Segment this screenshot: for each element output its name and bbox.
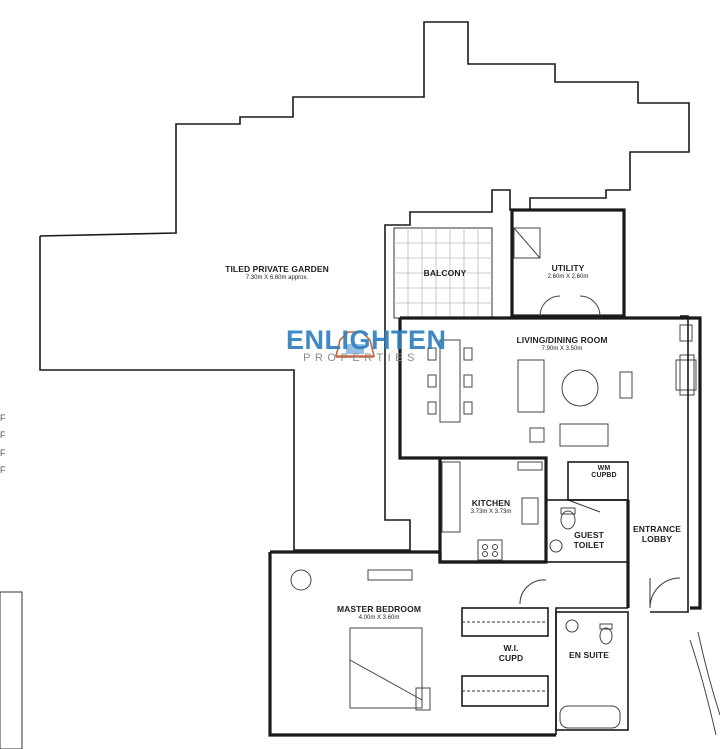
- living-room-walls: [398, 316, 702, 610]
- room-label-wm-cupboard: WM CUPBD: [591, 465, 616, 479]
- master-title: MASTER BEDROOM: [336, 604, 422, 614]
- wi-line1: W.I.: [503, 643, 519, 653]
- utility-room-walls: [510, 208, 626, 318]
- left-edge-frame: [0, 591, 23, 749]
- balcony-title: BALCONY: [423, 268, 467, 278]
- kitchen-dimensions: 3.73m X 3.73m: [470, 509, 512, 515]
- brand-name: ENLIGHTEN: [286, 325, 447, 355]
- margin-mark: F: [0, 430, 6, 440]
- living-dimensions: 7.90m X 3.50m: [541, 346, 583, 352]
- master-bedroom-walls: [268, 550, 628, 737]
- entrance-line1: ENTRANCE: [632, 524, 682, 534]
- ensuite-title: EN SUITE: [568, 650, 610, 660]
- room-label-kitchen: KITCHEN 3.73m X 3.73m: [471, 498, 512, 515]
- master-dimensions: 4.00m X 3.60m: [358, 615, 400, 621]
- wi-line2: CUPD: [498, 653, 524, 663]
- kitchen-title: KITCHEN: [471, 498, 511, 508]
- enlighten-watermark: ENLIGHTEN PROPERTIES: [286, 325, 447, 364]
- room-label-entrance-lobby: ENTRANCE LOBBY: [633, 524, 681, 544]
- room-label-en-suite: EN SUITE: [569, 650, 609, 660]
- room-label-guest-toilet: GUEST TOILET: [574, 530, 605, 550]
- exterior-wall-right: [650, 315, 689, 613]
- room-label-garden: TILED PRIVATE GARDEN 7.30m X 6.60m appro…: [225, 264, 329, 281]
- walk-in-cupboard-walls: [461, 607, 549, 707]
- room-label-walk-in-cupboard: W.I. CUPD: [499, 643, 524, 663]
- living-title: LIVING/DINING ROOM: [516, 335, 608, 345]
- room-label-master-bedroom: MASTER BEDROOM 4.00m X 3.60m: [337, 604, 421, 621]
- dining-table: [427, 339, 473, 423]
- logo-emblem: [334, 331, 376, 358]
- margin-mark: F: [0, 465, 6, 475]
- margin-mark: F: [0, 448, 6, 458]
- room-label-living: LIVING/DINING ROOM 7.90m X 3.50m: [516, 335, 607, 352]
- wm-title: WM: [597, 465, 611, 472]
- utility-title: UTILITY: [551, 263, 585, 273]
- garden-outline: [39, 21, 690, 551]
- en-suite-walls: [555, 611, 629, 731]
- room-label-balcony: BALCONY: [424, 268, 467, 278]
- guest-toilet-line2: TOILET: [573, 540, 605, 550]
- plant-decor: [689, 631, 720, 736]
- room-label-utility: UTILITY 2.60m X 2.60m: [548, 263, 589, 280]
- entrance-line2: LOBBY: [641, 534, 673, 544]
- living-furniture: [517, 359, 633, 447]
- wm-subtitle: CUPBD: [591, 472, 617, 479]
- garden-dimensions: 7.30m X 6.60m approx.: [245, 275, 309, 281]
- entrance-lobby-walls: [626, 500, 681, 609]
- margin-mark: F: [0, 413, 6, 423]
- brand-tagline: PROPERTIES: [303, 352, 419, 364]
- utility-dimensions: 2.60m X 2.60m: [547, 274, 589, 280]
- guest-toilet-line1: GUEST: [574, 530, 604, 540]
- garden-title: TILED PRIVATE GARDEN: [225, 264, 329, 274]
